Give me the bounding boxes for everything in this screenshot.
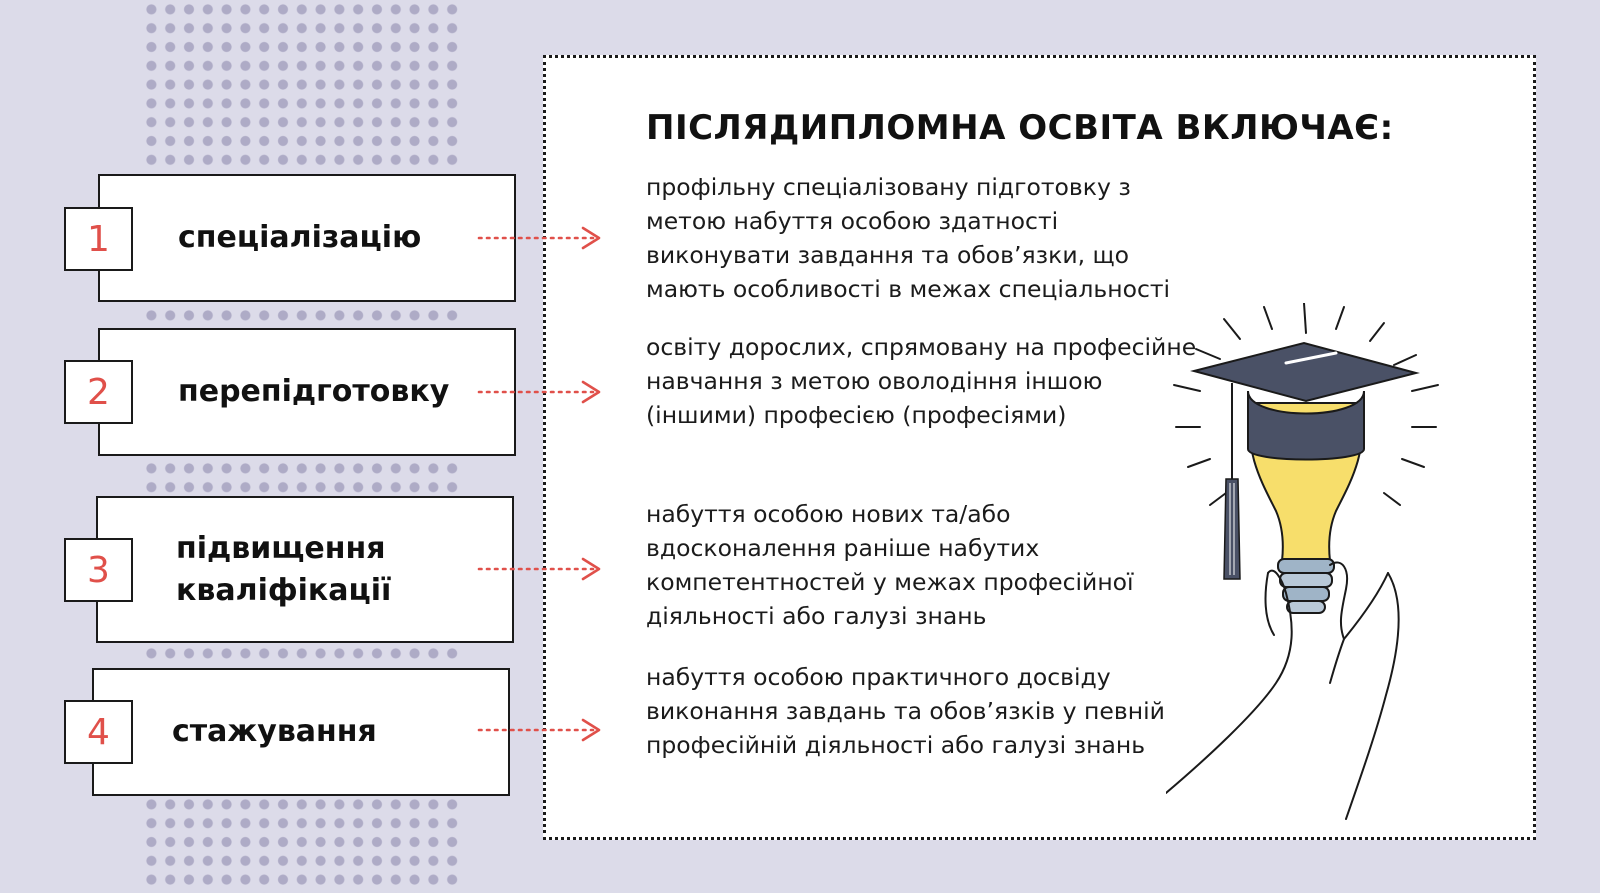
card-qualification: підвищення кваліфікації bbox=[96, 496, 514, 643]
number-badge: 1 bbox=[64, 207, 133, 271]
light-rays bbox=[1173, 303, 1439, 506]
number-badge: 2 bbox=[64, 360, 133, 424]
dot-pattern-middle-2 bbox=[142, 459, 460, 495]
arrow-right-icon bbox=[477, 380, 601, 404]
arrow-right-icon bbox=[477, 557, 601, 581]
arrow-right-icon bbox=[477, 718, 601, 742]
description-qualification: набуття особою нових та/або вдосконаленн… bbox=[646, 500, 1134, 630]
card-label: підвищення кваліфікації bbox=[176, 530, 392, 608]
card-specialization: спеціалізацію bbox=[98, 174, 516, 302]
panel-title: ПІСЛЯДИПЛОМНА ОСВІТА ВКЛЮЧАЄ: bbox=[646, 108, 1394, 148]
bulb-base bbox=[1277, 558, 1335, 614]
number-badge: 4 bbox=[64, 700, 133, 764]
card-internship: стажування bbox=[92, 668, 510, 796]
description-panel: ПІСЛЯДИПЛОМНА ОСВІТА ВКЛЮЧАЄ: профільну … bbox=[543, 55, 1536, 840]
description-specialization: профільну спеціалізовану підготовку з ме… bbox=[646, 173, 1171, 303]
dot-pattern-bottom bbox=[142, 795, 460, 893]
arrow-right-icon bbox=[477, 226, 601, 250]
hand-icon bbox=[1166, 561, 1400, 820]
description-internship: набуття особою практичного досвіду викон… bbox=[646, 663, 1165, 759]
graduation-bulb-illustration bbox=[1166, 303, 1439, 820]
card-retraining: перепідготовку bbox=[98, 328, 516, 456]
description-retraining: освіту дорослих, спрямовану на професійн… bbox=[646, 333, 1197, 429]
card-label: перепідготовку bbox=[178, 374, 450, 409]
card-label: стажування bbox=[172, 714, 377, 749]
dot-pattern-middle-1 bbox=[142, 306, 460, 324]
number-badge: 3 bbox=[64, 538, 133, 602]
graduation-cap-icon bbox=[1190, 341, 1420, 580]
card-label: спеціалізацію bbox=[178, 220, 422, 255]
dot-pattern-middle-3 bbox=[142, 644, 460, 662]
dot-pattern-top bbox=[142, 0, 460, 168]
